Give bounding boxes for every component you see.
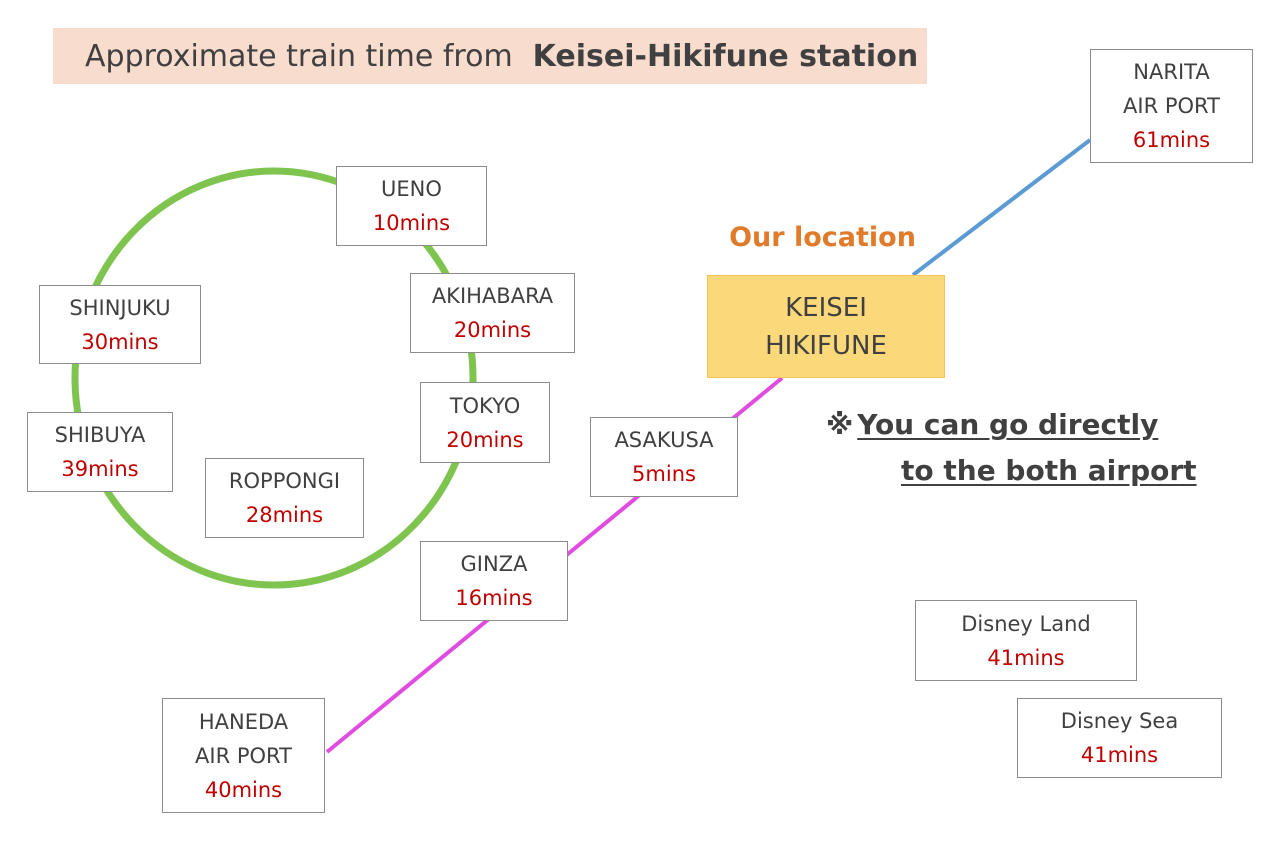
station-shinjuku: SHINJUKU 30mins — [39, 285, 201, 364]
title-prefix: Approximate train time from — [85, 38, 513, 74]
title-banner: Approximate train time from Keisei-Hikif… — [53, 28, 927, 84]
station-name-line2: AIR PORT — [1123, 94, 1220, 118]
station-time: 30mins — [81, 329, 159, 354]
station-roppongi: ROPPONGI 28mins — [205, 458, 364, 538]
station-name: Disney Sea — [1060, 709, 1179, 733]
station-shibuya: SHIBUYA 39mins — [27, 412, 173, 492]
station-name: ASAKUSA — [614, 428, 714, 452]
home-station-name-line1: KEISEI — [785, 292, 867, 323]
our-location-label: Our location — [729, 222, 916, 253]
station-akihabara: AKIHABARA 20mins — [410, 273, 575, 353]
home-station-name-line2: HIKIFUNE — [765, 330, 887, 361]
reference-mark: ※ — [826, 408, 854, 441]
station-name: UENO — [381, 177, 442, 201]
station-ginza: GINZA 16mins — [420, 541, 568, 621]
station-name: SHIBUYA — [54, 423, 146, 447]
station-name: SHINJUKU — [69, 295, 171, 320]
station-name: Disney Land — [961, 611, 1091, 636]
station-narita-airport: NARITA AIR PORT 61mins — [1090, 49, 1253, 163]
airport-note: ※You can go directly to the both airport — [826, 402, 1197, 494]
station-name-line1: HANEDA — [198, 709, 289, 734]
loop-line — [71, 167, 477, 589]
station-tokyo: TOKYO 20mins — [420, 382, 550, 463]
station-ueno: UENO 10mins — [336, 166, 487, 246]
station-time: 16mins — [455, 586, 533, 610]
station-time: 41mins — [1080, 743, 1159, 767]
station-time: 20mins — [453, 318, 532, 342]
station-name: AKIHABARA — [431, 284, 554, 308]
station-name: TOKYO — [449, 393, 521, 418]
station-name-line1: NARITA — [1133, 60, 1210, 84]
home-station-keisei-hikifune: KEISEI HIKIFUNE — [707, 275, 945, 378]
station-time: 41mins — [987, 645, 1065, 670]
note-line2: to the both airport — [901, 454, 1197, 487]
station-time: 40mins — [204, 777, 283, 802]
station-name: ROPPONGI — [228, 469, 341, 493]
station-time: 28mins — [245, 503, 324, 527]
station-disney-sea: Disney Sea 41mins — [1017, 698, 1222, 778]
station-time: 5mins — [632, 462, 696, 486]
station-time: 39mins — [61, 457, 139, 481]
title-station: Keisei-Hikifune station — [532, 38, 919, 74]
station-name-line2: AIR PORT — [195, 743, 292, 768]
station-name: GINZA — [460, 552, 528, 576]
station-time: 61mins — [1132, 128, 1211, 152]
station-time: 20mins — [446, 427, 524, 452]
station-asakusa: ASAKUSA 5mins — [590, 417, 738, 497]
station-time: 10mins — [372, 211, 451, 235]
station-haneda-airport: HANEDA AIR PORT 40mins — [162, 698, 325, 813]
note-line1: You can go directly — [857, 408, 1159, 441]
narita-line — [911, 138, 1092, 277]
station-disney-land: Disney Land 41mins — [915, 600, 1137, 681]
